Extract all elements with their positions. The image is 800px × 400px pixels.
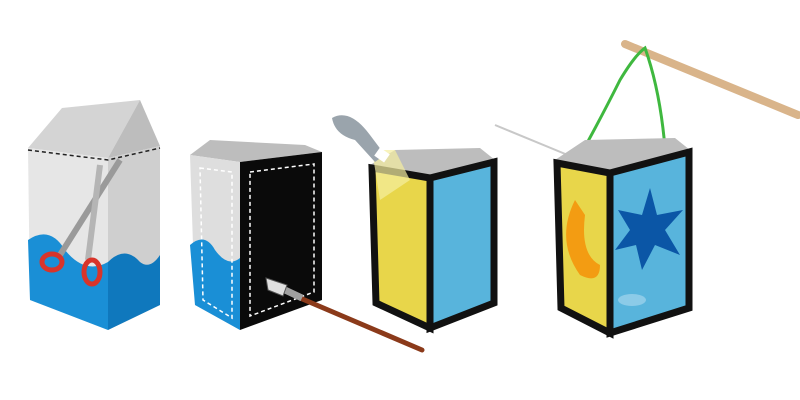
lantern3-blue-panel bbox=[426, 157, 498, 334]
star-icon bbox=[615, 188, 683, 270]
glue-tube-icon bbox=[332, 115, 390, 163]
lantern-stick bbox=[621, 40, 800, 119]
box-water bbox=[190, 239, 240, 330]
box-inner bbox=[190, 140, 322, 162]
box-dashed-right bbox=[249, 163, 315, 318]
box-black-face bbox=[240, 152, 322, 330]
box-dashed-left bbox=[199, 167, 233, 320]
lantern4-inner bbox=[555, 138, 690, 170]
tealight-candle bbox=[618, 294, 646, 306]
glue-stream bbox=[372, 150, 410, 200]
scissors-icon bbox=[39, 158, 123, 287]
milk-carton bbox=[27, 100, 161, 330]
cut-line bbox=[27, 147, 161, 161]
moon-icon bbox=[566, 200, 600, 279]
lantern-finished bbox=[494, 40, 800, 339]
carton-water-front bbox=[28, 234, 108, 330]
painted-box bbox=[190, 140, 425, 353]
carton-roof-side bbox=[108, 100, 160, 158]
paintbrush-icon bbox=[265, 277, 425, 353]
lantern-string bbox=[573, 45, 667, 166]
lantern-glued bbox=[332, 115, 498, 334]
carton-roof-front bbox=[28, 100, 140, 158]
needle-icon bbox=[494, 124, 576, 159]
carton-water-side bbox=[108, 253, 160, 330]
